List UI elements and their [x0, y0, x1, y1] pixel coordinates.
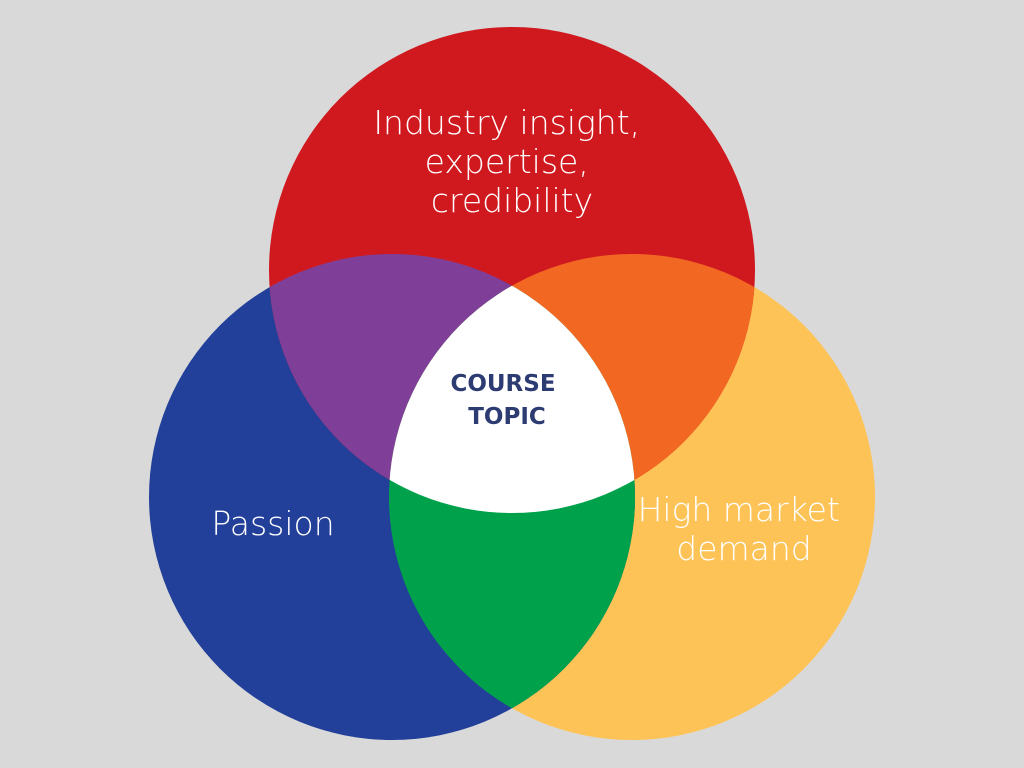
top-label-line-2: expertise, [425, 142, 589, 181]
left-label-line-1: Passion [211, 504, 334, 543]
top-circle-label: Industry insight, expertise, credibility [373, 103, 650, 220]
left-circle-label: Passion [211, 504, 334, 543]
center-label-line-1: COURSE [450, 371, 555, 397]
center-label-line-2: TOPIC [468, 404, 546, 430]
right-label-line-1: High market [638, 490, 840, 529]
center-label: COURSE TOPIC [450, 371, 563, 430]
right-circle-label: High market demand [638, 490, 851, 568]
top-label-line-1: Industry insight, [373, 103, 640, 142]
top-label-line-3: credibility [431, 181, 593, 220]
right-label-line-2: demand [676, 529, 811, 568]
